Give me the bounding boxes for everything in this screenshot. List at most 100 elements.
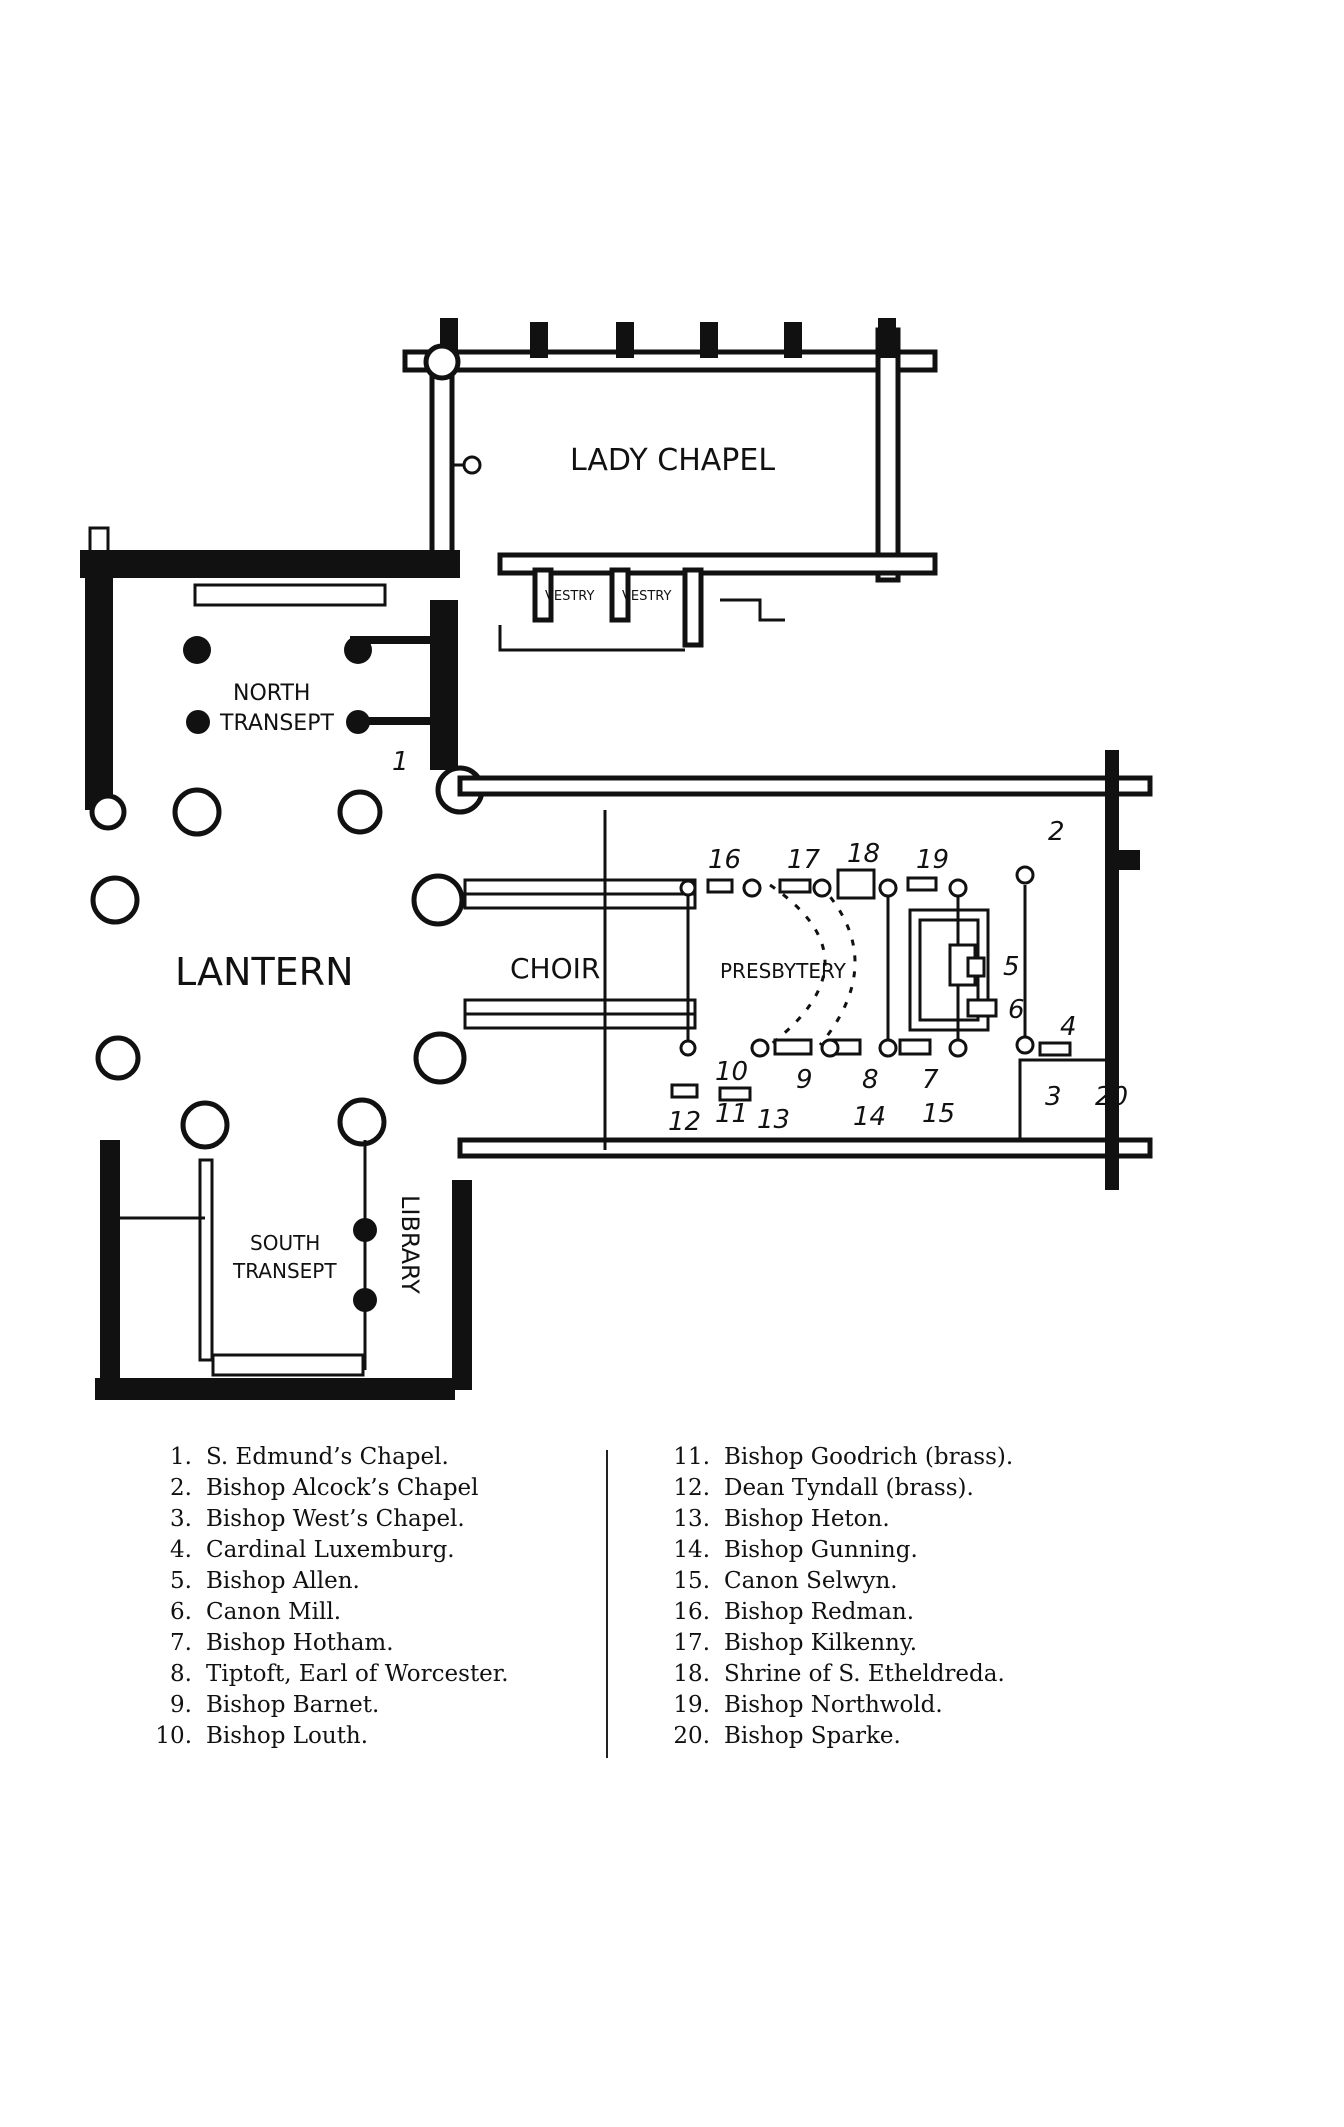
choir-presbytery-walls [457,750,1153,1190]
legend-text: Shrine of S. Etheldreda. [724,1661,1005,1687]
legend-entry: 5. Bishop Allen. [140,1566,509,1597]
legend-entry: 17. Bishop Kilkenny. [662,1628,1013,1659]
legend-number: 12. [673,1475,710,1501]
legend-entry: 4. Cardinal Luxemburg. [140,1535,509,1566]
legend-number: 3. [170,1506,192,1532]
legend-number: 13. [673,1506,710,1532]
legend-text: Bishop Heton. [724,1506,890,1532]
legend-text: Canon Selwyn. [724,1568,898,1594]
marker-15: 15 [922,1099,955,1129]
legend-entry: 13. Bishop Heton. [662,1504,1013,1535]
legend-entry: 18. Shrine of S. Etheldreda. [662,1659,1013,1690]
marker-16: 16 [708,845,741,875]
marker-10: 10 [715,1057,748,1087]
legend-text: Bishop Sparke. [724,1723,901,1749]
legend-entry: 10. Bishop Louth. [140,1721,509,1752]
label-library: LIBRARY [396,1195,424,1294]
label-choir: CHOIR [510,952,600,985]
legend-number: 20. [673,1723,710,1749]
legend-column-left: 1. S. Edmund’s Chapel. 2. Bishop Alcock’s … [140,1442,509,1752]
legend-text: Bishop Hotham. [206,1630,394,1656]
legend-divider [606,1450,608,1758]
legend-text: Bishop Louth. [206,1723,369,1749]
marker-13: 13 [757,1105,790,1135]
legend-entry: 3. Bishop West’s Chapel. [140,1504,509,1535]
legend-entry: 20. Bishop Sparke. [662,1721,1013,1752]
marker-18: 18 [847,839,880,869]
legend-number: 6. [170,1599,192,1625]
legend-entry: 2. Bishop Alcock’s Chapel [140,1473,509,1504]
legend-number: 8. [170,1661,192,1687]
legend-entry: 19. Bishop Northwold. [662,1690,1013,1721]
legend-text: Bishop Redman. [724,1599,915,1625]
legend-text: S. Edmund’s Chapel. [206,1444,449,1470]
label-vestry-1: VESTRY [545,589,595,604]
legend-number: 14. [673,1537,710,1563]
lantern-piers [89,765,485,1150]
legend-number: 19. [673,1692,710,1718]
legend-text: Bishop Northwold. [724,1692,943,1718]
legend-number: 7. [170,1630,192,1656]
legend-text: Cardinal Luxemburg. [206,1537,455,1563]
marker-11: 11 [715,1099,748,1129]
legend-entry: 16. Bishop Redman. [662,1597,1013,1628]
legend-column-right: 11. Bishop Goodrich (brass). 12. Dean Tynd… [662,1442,1013,1752]
marker-14: 14 [853,1102,886,1132]
marker-4: 4 [1060,1012,1077,1042]
legend-text: Bishop West’s Chapel. [206,1506,465,1532]
legend-text: Bishop Allen. [206,1568,360,1594]
legend-number: 10. [155,1723,192,1749]
legend-number: 9. [170,1692,192,1718]
label-north-transept-2: TRANSEPT [219,711,334,736]
lady-chapel-walls [402,318,938,652]
marker-2: 2 [1048,817,1065,847]
legend-entry: 15. Canon Selwyn. [662,1566,1013,1597]
marker-3: 3 [1045,1082,1062,1112]
south-transept-walls [95,1140,472,1400]
marker-17: 17 [787,845,821,875]
marker-19: 19 [916,845,949,875]
marker-9: 9 [796,1065,813,1095]
marker-20: 20 [1095,1082,1128,1112]
legend-number: 4. [170,1537,192,1563]
label-north-transept-1: NORTH [233,681,310,706]
legend-text: Bishop Alcock’s Chapel [206,1475,479,1501]
legend-text: Bishop Goodrich (brass). [724,1444,1014,1470]
legend-text: Bishop Barnet. [206,1692,380,1718]
legend-entry: 1. S. Edmund’s Chapel. [140,1442,509,1473]
legend-number: 1. [170,1444,192,1470]
marker-7: 7 [922,1065,939,1095]
legend-number: 18. [673,1661,710,1687]
marker-1: 1 [392,747,409,777]
label-vestry-2: VESTRY [622,589,672,604]
marker-12: 12 [668,1107,701,1137]
legend-entry: 11. Bishop Goodrich (brass). [662,1442,1013,1473]
legend-entry: 9. Bishop Barnet. [140,1690,509,1721]
legend-number: 2. [170,1475,192,1501]
legend-entry: 12. Dean Tyndall (brass). [662,1473,1013,1504]
marker-8: 8 [862,1065,879,1095]
legend-text: Bishop Gunning. [724,1537,918,1563]
legend-text: Dean Tyndall (brass). [724,1475,974,1501]
label-south-transept-2: TRANSEPT [232,1259,337,1283]
label-lantern: LANTERN [175,950,354,994]
legend-text: Bishop Kilkenny. [724,1630,918,1656]
legend-entry: 8. Tiptoft, Earl of Worcester. [140,1659,509,1690]
legend-number: 16. [673,1599,710,1625]
north-transept-walls [80,526,460,810]
label-lady-chapel: LADY CHAPEL [570,443,775,478]
legend-entry: 6. Canon Mill. [140,1597,509,1628]
label-presbytery: PRESBYTERY [720,959,847,983]
legend-number: 11. [673,1444,710,1470]
marker-6: 6 [1008,995,1025,1025]
legend-number: 15. [673,1568,710,1594]
legend-text: Canon Mill. [206,1599,342,1625]
legend-number: 17. [673,1630,710,1656]
legend-text: Tiptoft, Earl of Worcester. [206,1661,509,1687]
cathedral-floor-plan: LADY CHAPEL VESTRY VESTRY NORTH TRANSEPT… [80,318,1153,1400]
marker-5: 5 [1003,952,1020,982]
legend-entry: 7. Bishop Hotham. [140,1628,509,1659]
legend-entry: 14. Bishop Gunning. [662,1535,1013,1566]
legend-number: 5. [170,1568,192,1594]
label-south-transept-1: SOUTH [250,1231,320,1255]
